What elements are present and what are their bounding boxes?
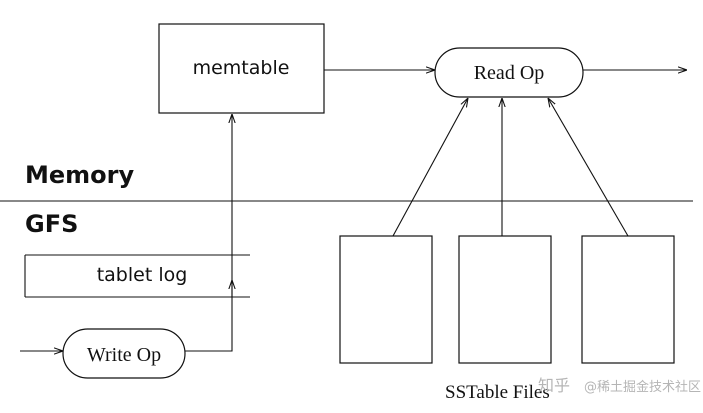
sstable-file-1 bbox=[339, 235, 433, 364]
sstable-file-3 bbox=[581, 235, 675, 364]
edge-sstable-1-to-read-op bbox=[392, 98, 468, 237]
sstable-files-label: SSTable Files bbox=[445, 382, 550, 403]
write-op-node: Write Op bbox=[62, 328, 186, 379]
watermark: 知乎 @稀土掘金技术社区 bbox=[538, 376, 701, 395]
edge-sstable-3-to-read-op bbox=[548, 98, 629, 237]
zhihu-watermark: 知乎 bbox=[538, 376, 570, 395]
write-op-label: Write Op bbox=[87, 344, 161, 366]
read-op-node: Read Op bbox=[434, 47, 584, 98]
memory-region-label: Memory bbox=[25, 161, 134, 189]
memtable-label: memtable bbox=[193, 57, 290, 79]
memtable-node: memtable bbox=[158, 23, 325, 114]
tablet-log-label: tablet log bbox=[97, 264, 188, 286]
edge-write-op-to-memtable bbox=[185, 114, 232, 352]
gfs-region-label: GFS bbox=[25, 210, 78, 238]
read-op-label: Read Op bbox=[474, 62, 545, 84]
tablet-log-node: tablet log bbox=[24, 254, 250, 298]
juejin-watermark: @稀土掘金技术社区 bbox=[584, 379, 701, 395]
sstable-file-2 bbox=[458, 235, 552, 364]
